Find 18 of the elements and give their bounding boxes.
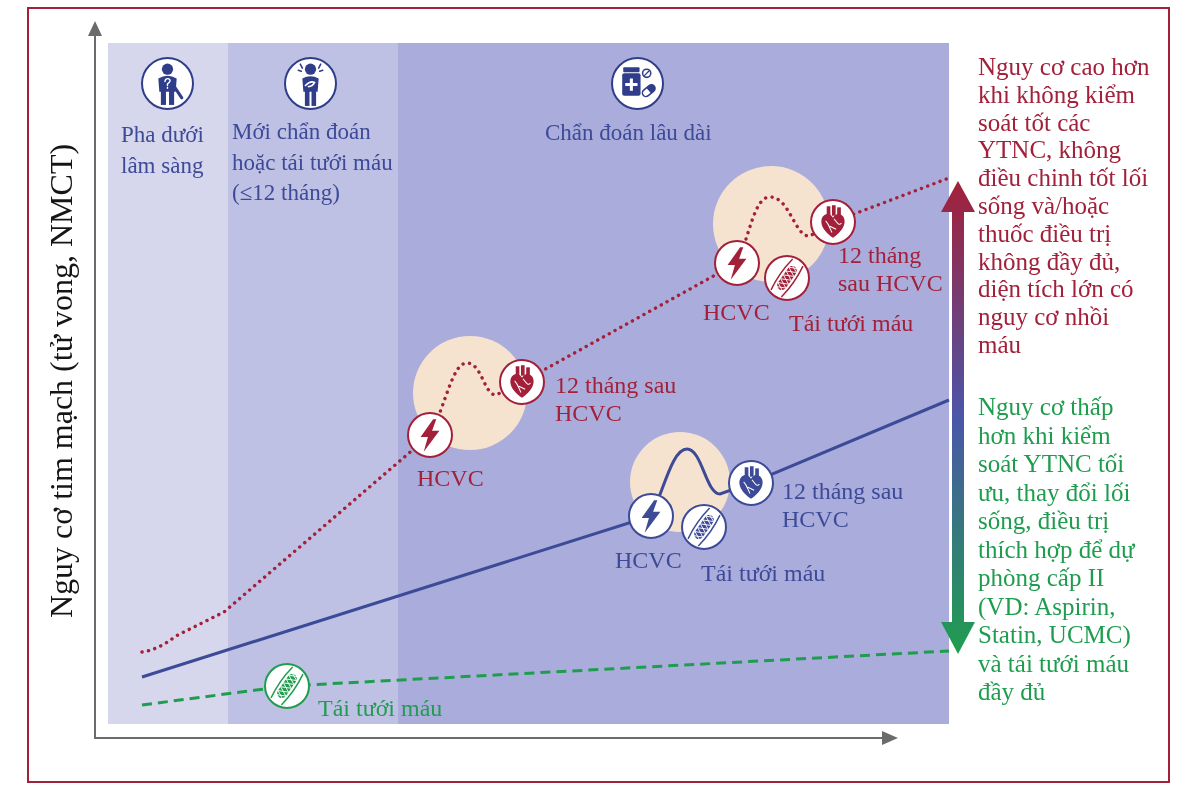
event-label: HCVC [417, 464, 484, 492]
event-label: 12 tháng sau HCVC [838, 241, 944, 297]
event-label: Tái tưới máu [789, 309, 914, 337]
axis-title: Nguy cơ tim mạch (tử vong, NMCT) [43, 143, 79, 619]
phase-label: Mới chẩn đoán hoặc tái tưới máu (≤12 tháng) [232, 118, 394, 207]
event-label: HCVC [615, 546, 682, 574]
phase-band [398, 43, 949, 724]
event-label: 12 tháng sau HCVC [555, 371, 678, 427]
event-label: HCVC [703, 298, 770, 326]
phase-band [228, 43, 398, 724]
event-label: Tái tưới máu [318, 694, 443, 722]
phase-label: Chẩn đoán lâu dài [545, 119, 713, 147]
event-label: Tái tưới máu [701, 559, 826, 587]
annotation-text: Nguy cơ thấp hơn khi kiểm soát YTNC tối ưu, thay đổi lối sống, điều trị thích hợp để dự phòng cấp II (VD: Aspirin, Statin, UCMC) và tái tưới máu đầy đủ [978, 393, 1137, 707]
annotation-text: Nguy cơ cao hơn khi không kiểm soát tốt các YTNC, không điều chinh tốt lối sống và/hoặc thuốc điều trị không đầy đủ, diện tích lớn có nguy cơ nhồi máu [978, 53, 1151, 359]
phase-band [108, 43, 228, 724]
phase-label: Pha dưới lâm sàng [121, 121, 205, 180]
event-label: 12 tháng sau HCVC [782, 477, 905, 533]
